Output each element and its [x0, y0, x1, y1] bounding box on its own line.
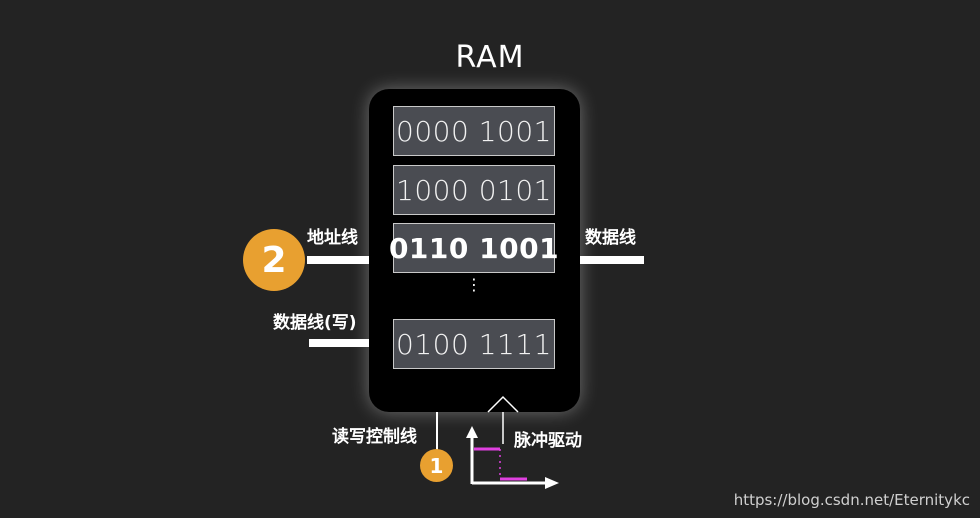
clock-input-triangle	[487, 395, 519, 413]
pulse-clock-graph	[466, 395, 559, 489]
ellipsis-dots: ⋮	[466, 275, 482, 294]
pulse-y-arrow-icon	[466, 426, 478, 438]
pulse-x-arrow-icon	[545, 477, 559, 489]
rw-control-line-wire	[436, 412, 438, 456]
memory-cell-1: 0000 1001	[393, 106, 555, 156]
pulse-drive-label: 脉冲驱动	[514, 431, 582, 451]
data-line-write-label: 数据线(写)	[273, 313, 357, 333]
rw-control-line-label: 读写控制线	[332, 427, 417, 447]
data-line-out-label: 数据线	[585, 228, 636, 248]
watermark: https://blog.csdn.net/Eternitykc	[733, 491, 970, 509]
address-line-label: 地址线	[307, 228, 358, 248]
step-1-badge: 1	[420, 449, 453, 482]
address-line-wire	[307, 256, 369, 264]
data-line-out-wire	[580, 256, 644, 264]
step-2-badge: 2	[243, 229, 305, 291]
memory-cell-4: 0100 1111	[393, 319, 555, 369]
memory-cell-active: 0110 1001	[389, 223, 559, 273]
data-line-write-wire	[309, 339, 369, 347]
ram-title: RAM	[455, 40, 525, 75]
memory-cell-2: 1000 0101	[393, 165, 555, 215]
